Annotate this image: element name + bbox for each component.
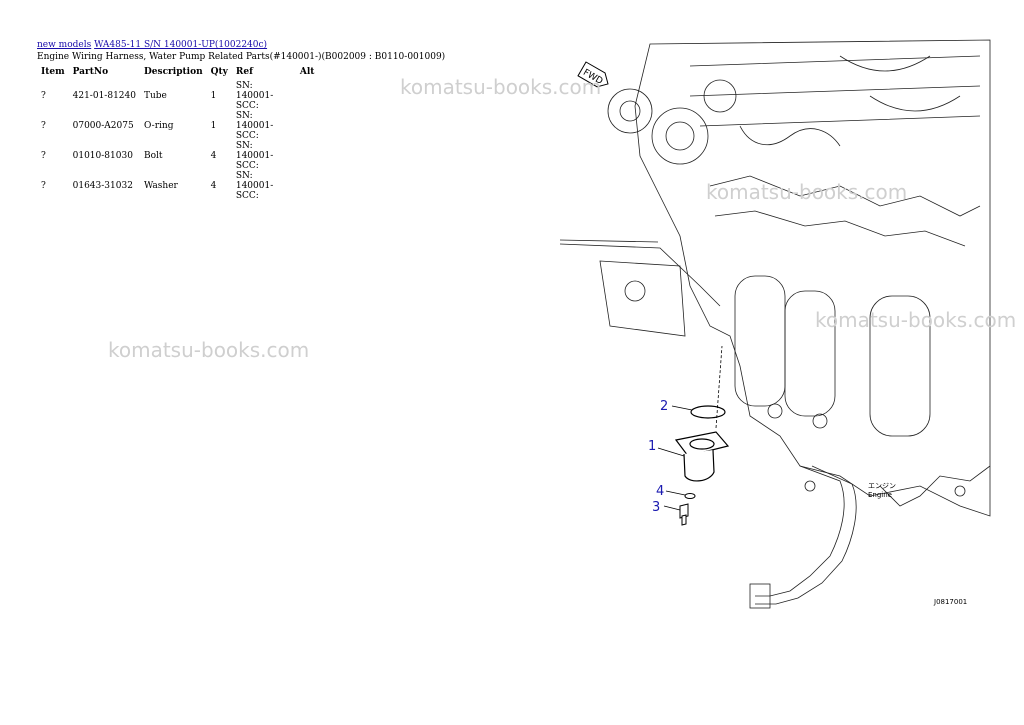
cell-description: Washer (143, 181, 178, 191)
engine-drawing (559, 39, 991, 609)
cell-item: ? (41, 121, 46, 131)
exploded-parts-diagram: FWD 2 1 4 3 エンジン Engine J0817001 (559, 39, 991, 609)
watermark: komatsu-books.com (815, 308, 1017, 332)
cell-description: Tube (143, 91, 167, 101)
table-header-row: Item PartNo Description Qty Ref Alt (37, 65, 318, 81)
cell-item: ? (41, 91, 46, 101)
callout-3: 3 (652, 500, 660, 515)
cell-alt (296, 81, 319, 111)
parts-table: Item PartNo Description Qty Ref Alt ? 42… (37, 65, 318, 201)
engine-label-en: Engine (868, 491, 892, 499)
callout-4: 4 (656, 484, 664, 499)
table-row: ? 421-01-81240 Tube 1 SN: 140001-SCC: (37, 81, 318, 111)
header-description: Description (143, 67, 203, 77)
breadcrumb: new models WA485-11 S/N 140001-UP(100224… (37, 40, 267, 50)
header-partno: PartNo (72, 67, 109, 77)
page-title: Engine Wiring Harness, Water Pump Relate… (37, 52, 446, 62)
cell-ref: SN: 140001-SCC: (235, 141, 274, 171)
cell-ref: SN: 140001-SCC: (235, 111, 274, 141)
cell-ref: SN: 140001-SCC: (235, 81, 274, 111)
cell-qty: 1 (210, 91, 217, 101)
cell-partno: 01643-31032 (72, 181, 133, 191)
breadcrumb-link-model[interactable]: WA485-11 S/N 140001-UP(1002240c) (94, 40, 268, 50)
cell-item: ? (41, 181, 46, 191)
tube-part (674, 431, 730, 482)
washer-part (684, 493, 696, 499)
header-item: Item (41, 67, 65, 77)
table-row: ? 07000-A2075 O-ring 1 SN: 140001-SCC: (37, 111, 318, 141)
leader-lines (657, 345, 723, 511)
cell-qty: 4 (210, 181, 217, 191)
cell-description: Bolt (143, 151, 163, 161)
breadcrumb-link-new-models[interactable]: new models (37, 40, 92, 50)
cell-alt (296, 171, 319, 201)
callout-2: 2 (660, 399, 668, 414)
cell-alt (296, 141, 319, 171)
header-alt: Alt (299, 67, 315, 77)
cell-qty: 1 (210, 121, 217, 131)
table-row: ? 01010-81030 Bolt 4 SN: 140001-SCC: (37, 141, 318, 171)
drawing-code: J0817001 (933, 598, 967, 606)
engine-label-jp: エンジン (868, 482, 896, 490)
watermark: komatsu-books.com (108, 338, 310, 362)
table-row: ? 01643-31032 Washer 4 SN: 140001-SCC: (37, 171, 318, 201)
bolt-part (679, 503, 689, 526)
header-qty: Qty (210, 67, 228, 77)
cell-ref: SN: 140001-SCC: (235, 171, 274, 201)
o-ring-part (690, 405, 726, 419)
watermark: komatsu-books.com (706, 180, 908, 204)
cell-description: O-ring (143, 121, 174, 131)
cell-partno: 07000-A2075 (72, 121, 134, 131)
cell-alt (296, 111, 319, 141)
callout-1: 1 (648, 439, 656, 454)
header-ref: Ref (235, 67, 253, 77)
watermark: komatsu-books.com (400, 75, 602, 99)
cell-item: ? (41, 151, 46, 161)
cell-qty: 4 (210, 151, 217, 161)
cell-partno: 421-01-81240 (72, 91, 136, 101)
cell-partno: 01010-81030 (72, 151, 133, 161)
